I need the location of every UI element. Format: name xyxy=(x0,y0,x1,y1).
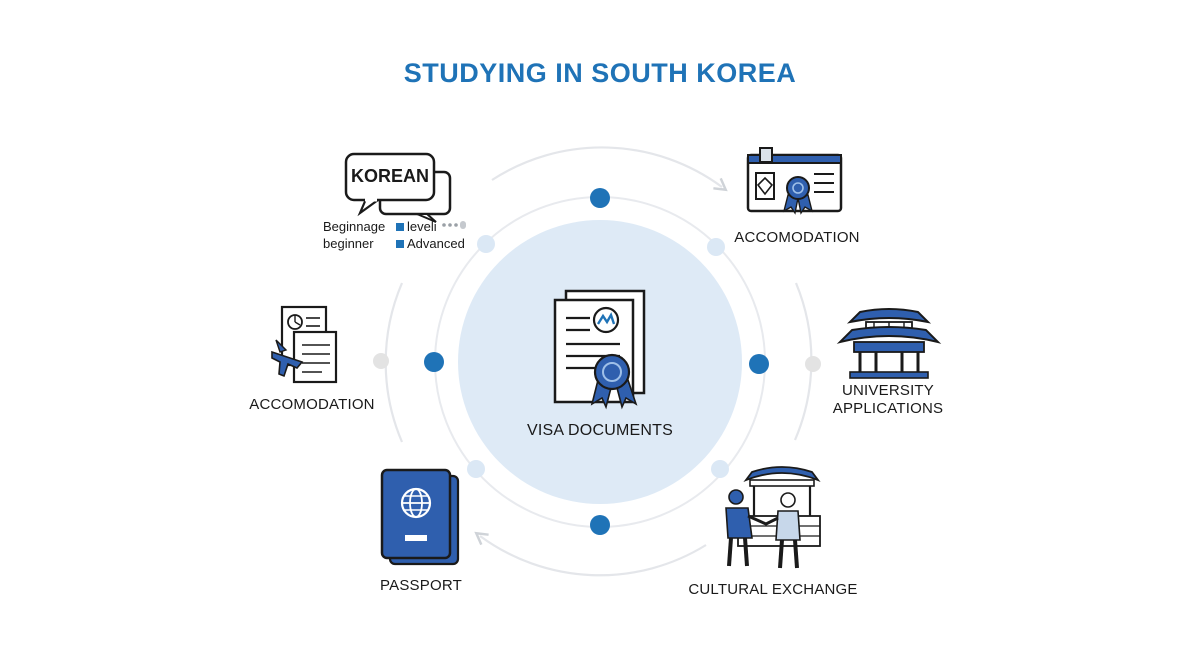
level-marker-icon xyxy=(396,240,404,248)
node-dot-upper-left xyxy=(477,235,495,253)
node-dot-upper-right xyxy=(707,238,725,256)
speech-bubble-icon xyxy=(344,152,466,229)
node-dot-lower-left xyxy=(467,460,485,478)
documents-plane-icon xyxy=(271,305,338,384)
level-marker-icon xyxy=(396,223,404,231)
node-dot-bottom xyxy=(590,515,610,535)
node-label-passport: PASSPORT xyxy=(380,577,462,594)
node-dot-far-right xyxy=(805,356,821,372)
level-label-advanced: Advanced xyxy=(407,236,465,251)
node-dot-right xyxy=(749,354,769,374)
node-dot-far-left xyxy=(373,353,389,369)
outer-ring-arc-top xyxy=(491,146,728,192)
handshake-icon xyxy=(725,466,821,569)
node-dot-top xyxy=(590,188,610,208)
id-card-icon xyxy=(746,147,843,215)
bubble-text: KOREAN xyxy=(350,166,429,186)
node-label-university-applications: UNIVERSITY APPLICATIONS xyxy=(832,382,944,417)
node-dot-left xyxy=(424,352,444,372)
node-label-accommodation-left: ACCOMODATION xyxy=(249,396,375,413)
center-label: VISA DOCUMENTS xyxy=(527,422,673,439)
level-item-leveli: leveli xyxy=(396,219,437,234)
level-label-beginnage: Beginnage xyxy=(323,219,386,234)
level-item-advanced: Advanced xyxy=(396,236,465,251)
page-title: STUDYING IN SOUTH KOREA xyxy=(403,58,797,88)
passport-icon xyxy=(380,468,460,566)
certificate-document-icon xyxy=(553,289,646,410)
outer-ring-arc-bottom xyxy=(474,531,707,577)
korean-palace-icon xyxy=(836,308,942,379)
level-label-beginner: beginner xyxy=(323,236,374,251)
node-label-accommodation-top: ACCOMODATION xyxy=(734,229,860,246)
level-label-leveli: leveli xyxy=(407,219,437,234)
node-label-cultural-exchange: CULTURAL EXCHANGE xyxy=(688,581,858,598)
node-dot-lower-right xyxy=(711,460,729,478)
